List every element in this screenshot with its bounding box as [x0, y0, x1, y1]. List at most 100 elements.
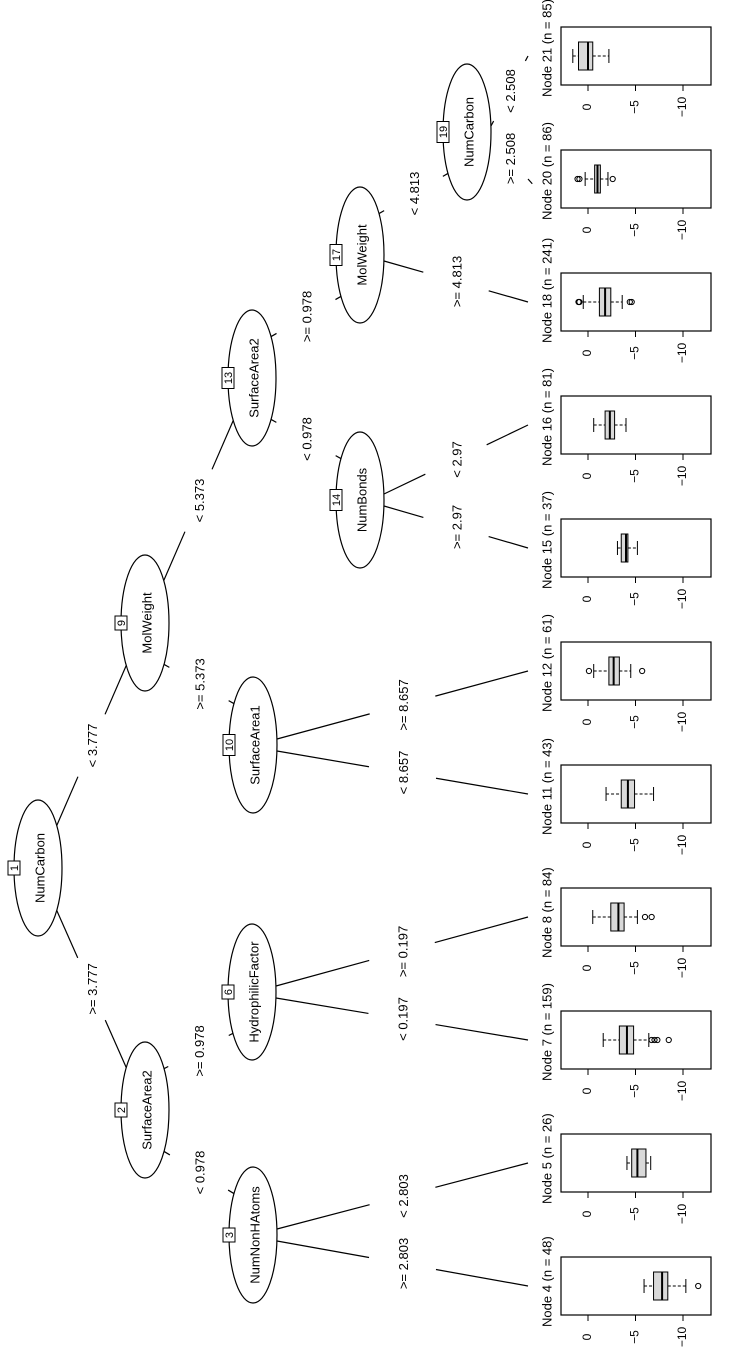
edge-labels-layer: >= 3.777< 3.777< 0.978>= 0.978>= 2.803< … — [85, 69, 518, 1289]
boxplot-panel — [560, 518, 712, 578]
terminal-node-title: Node 15 (n = 37) — [539, 491, 554, 589]
outlier-point — [648, 913, 655, 921]
node-id-label: 17 — [331, 249, 343, 261]
terminal-node-title: Node 16 (n = 81) — [539, 368, 554, 466]
axis-tick-label: −5 — [628, 838, 642, 852]
node-variable-label: SurfaceArea2 — [246, 338, 261, 418]
edge-6-7 — [435, 1023, 529, 1041]
edge-19-20 — [527, 178, 533, 185]
axis-tick-label: −5 — [628, 1207, 642, 1221]
terminal-node-4: Node 4 (n = 48)0−5−10 — [539, 1236, 712, 1347]
axis-tick-label: −10 — [675, 96, 689, 117]
node-variable-label: NumCarbon — [461, 97, 476, 167]
edge-3-5 — [276, 1204, 370, 1230]
edge-6-8 — [434, 916, 529, 944]
edge-label: < 0.978 — [192, 1151, 207, 1195]
axis-tick-label: −5 — [628, 961, 642, 975]
node-id-box — [7, 860, 21, 876]
edge-1-9 — [104, 663, 128, 715]
boxplot-panel — [560, 149, 712, 209]
terminal-node-title: Node 8 (n = 84) — [539, 867, 554, 958]
node-variable-label: SurfaceArea1 — [247, 705, 262, 785]
terminal-node-title: Node 5 (n = 26) — [539, 1113, 554, 1204]
axis-tick-label: −10 — [675, 219, 689, 240]
axis-tick-label: 0 — [580, 964, 594, 971]
edge-1-9 — [55, 776, 79, 828]
axis-tick-label: 0 — [580, 1210, 594, 1217]
outlier-point — [626, 298, 633, 306]
node-id-box — [114, 1102, 128, 1118]
node-id-label: 2 — [116, 1107, 128, 1113]
axis-tick-label: −10 — [675, 465, 689, 486]
terminal-node-title: Node 20 (n = 86) — [539, 122, 554, 220]
terminal-node-15: Node 15 (n = 37)0−5−10 — [539, 491, 712, 609]
axis-tick-label: 0 — [580, 718, 594, 725]
edge-label: >= 0.978 — [299, 291, 314, 342]
axis-tick-label: −5 — [628, 469, 642, 483]
edge-label: >= 4.813 — [449, 256, 464, 307]
node-id-label: 6 — [223, 989, 235, 995]
edge-6-8 — [275, 959, 370, 987]
edge-1-2 — [104, 1019, 128, 1070]
node-variable-label: MolWeight — [354, 224, 369, 286]
axis-tick-label: 0 — [580, 1333, 594, 1340]
terminal-node-title: Node 4 (n = 48) — [539, 1236, 554, 1327]
edge-label: < 4.813 — [407, 172, 422, 216]
terminal-node-title: Node 21 (n = 85) — [539, 0, 554, 97]
edge-3-4 — [435, 1268, 529, 1287]
edge-label: < 3.777 — [85, 724, 100, 768]
edge-label: >= 2.508 — [503, 133, 518, 184]
node-id-box — [222, 1227, 236, 1243]
outlier-point — [609, 175, 616, 183]
node-variable-label: NumNonHAtoms — [247, 1186, 262, 1284]
node-id-box — [436, 121, 450, 143]
boxplot-panel — [560, 395, 712, 455]
edge-label: >= 5.373 — [192, 658, 207, 709]
node-id-label: 9 — [116, 620, 128, 626]
edge-10-11 — [276, 750, 370, 768]
edge-label: < 0.197 — [395, 997, 410, 1041]
terminal-node-11: Node 11 (n = 43)0−5−10 — [539, 738, 712, 855]
outlier-point — [639, 667, 646, 675]
outlier-point — [576, 298, 583, 306]
axis-tick-label: 0 — [580, 103, 594, 110]
inner-node: NumCarbon 19 — [436, 63, 492, 201]
axis-tick-label: 0 — [580, 841, 594, 848]
node-id-label: 13 — [223, 372, 235, 384]
outlier-point — [585, 667, 593, 675]
node-variable-label: NumCarbon — [32, 833, 47, 903]
edge-10-12 — [276, 713, 370, 740]
node-variable-label: MolWeight — [139, 592, 154, 654]
edge-3-4 — [276, 1240, 370, 1259]
edge-label: >= 8.657 — [396, 679, 411, 730]
axis-tick-label: −10 — [675, 834, 689, 855]
inner-node: MolWeight 17 — [329, 186, 385, 324]
outlier-point — [651, 1036, 658, 1044]
edge-label: >= 0.197 — [395, 926, 410, 977]
terminal-node-21: Node 21 (n = 85)0−5−10 — [539, 0, 712, 117]
axis-tick-label: −10 — [675, 957, 689, 978]
outlier-point — [628, 298, 635, 306]
edge-10-11 — [435, 777, 529, 795]
node-id-label: 14 — [331, 494, 343, 506]
axis-tick-label: −10 — [675, 342, 689, 363]
iqr-box — [653, 1271, 669, 1301]
edge-14-16 — [383, 473, 426, 495]
axis-tick-label: 0 — [580, 349, 594, 356]
node-id-box — [222, 734, 236, 756]
axis-tick-label: −10 — [675, 1080, 689, 1101]
terminal-node-title: Node 7 (n = 159) — [539, 983, 554, 1081]
edge-label: < 8.657 — [396, 751, 411, 795]
edge-19-21 — [524, 55, 529, 62]
terminal-node-20: Node 20 (n = 86)0−5−10 — [539, 122, 712, 240]
node-id-label: 19 — [438, 126, 450, 138]
edge-17-18 — [488, 290, 529, 303]
node-id-box — [221, 367, 235, 389]
terminal-node-18: Node 18 (n = 241)0−5−10 — [539, 238, 712, 363]
